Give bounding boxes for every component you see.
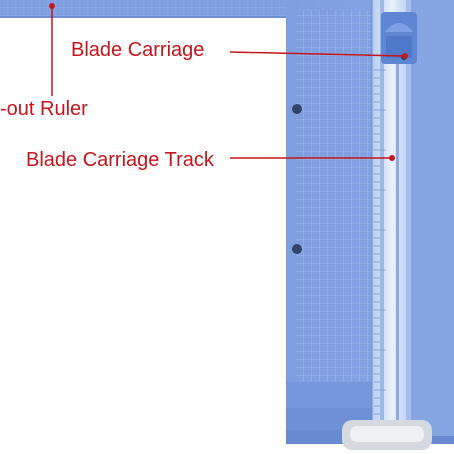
callout-blade-carriage-track: Blade Carriage Track	[26, 149, 214, 171]
blade-carriage[interactable]	[381, 12, 417, 64]
base-foot	[342, 420, 432, 450]
callout-pull-out-ruler: -out Ruler	[0, 98, 88, 120]
mounting-hole-upper	[292, 104, 302, 114]
callout-lines	[51, 4, 406, 159]
ruler-leader-dot	[49, 3, 55, 9]
pull-out-ruler	[0, 0, 290, 18]
blade-carriage-track	[371, 0, 413, 430]
carriage-leader-dot	[402, 53, 408, 59]
scale-ticks	[374, 69, 386, 415]
base-right-edge	[412, 0, 454, 436]
track-leader-dot	[389, 155, 395, 161]
mounting-hole-lower	[292, 244, 302, 254]
callout-blade-carriage: Blade Carriage	[71, 39, 205, 61]
carriage-leader	[229, 51, 406, 57]
